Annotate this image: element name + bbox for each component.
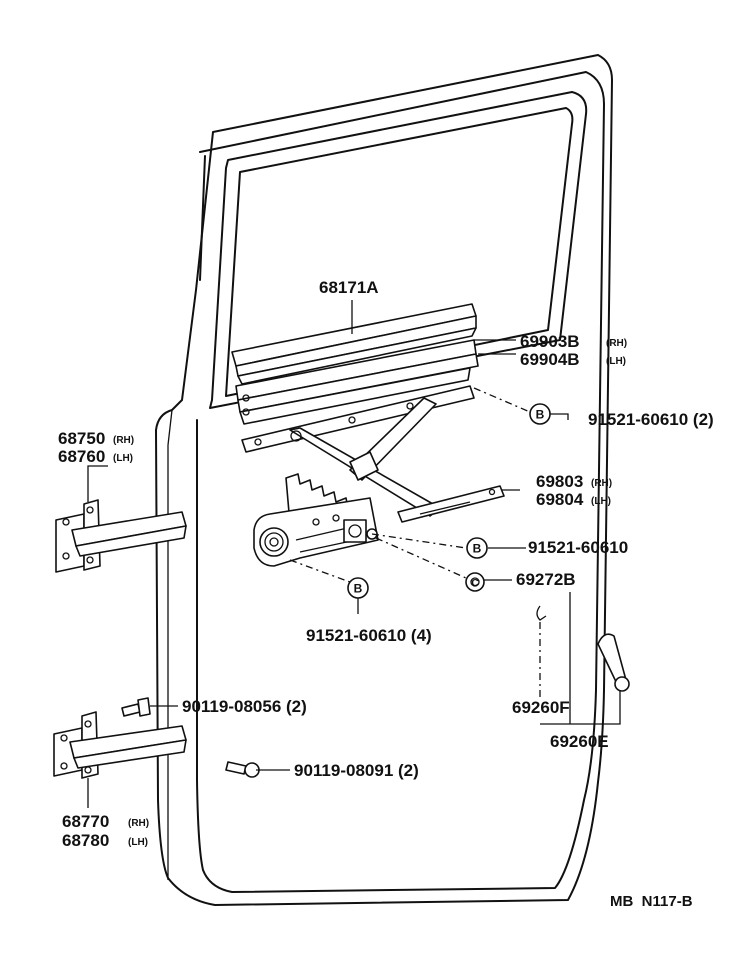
label-hinge-lower-rh-side: (RH): [128, 818, 149, 829]
label-hinge-lower-lh-side: (LH): [128, 837, 148, 848]
ref-badge-clip: C: [471, 578, 478, 589]
label-hinge-upper-rh: 68750: [58, 429, 105, 448]
label-clip: 69272B: [516, 570, 576, 589]
regulator-arms: [241, 385, 475, 517]
ref-badge-base-bolt: B: [347, 577, 369, 599]
lower-hinge-part: [53, 711, 187, 779]
svg-text:B: B: [354, 582, 363, 596]
clip-part: [465, 572, 485, 592]
run-channel-part: [231, 303, 477, 385]
rod-clip-part: [536, 605, 547, 621]
inside-handle-part: [597, 633, 630, 692]
upper-hinge-part: [55, 499, 187, 573]
label-hinge-upper-lh: 68760: [58, 447, 105, 466]
label-hinge-lower-lh: 68780: [62, 831, 109, 850]
label-hinge-upper-rh-side: (RH): [113, 435, 134, 446]
regulator-base-part: [253, 473, 379, 567]
svg-text:C: C: [471, 578, 478, 589]
label-run-channel: 68171A: [319, 278, 379, 297]
ref-badge-regulator-bolt: B: [466, 537, 488, 559]
label-rod: 69260F: [512, 698, 570, 717]
label-channel-lower: 69904B: [520, 350, 580, 369]
label-regulator-lh-side: (LH): [591, 496, 611, 507]
glass-channel-part: [235, 339, 479, 425]
label-regulator-bolt: 91521-60610: [528, 538, 628, 557]
svg-text:B: B: [536, 408, 545, 422]
ref-badge-channel-bolt: B: [529, 403, 551, 425]
regulator-rail-part: [397, 485, 505, 523]
label-channel-upper-side: (RH): [606, 338, 627, 349]
hinge-screw-part: [121, 697, 151, 717]
label-base-bolt: 91521-60610 (4): [306, 626, 432, 645]
label-regulator-rh-side: (RH): [591, 478, 612, 489]
label-regulator-lh: 69804: [536, 490, 584, 509]
door-screw-part: [225, 761, 260, 778]
svg-text:B: B: [473, 542, 482, 556]
figure-code: MB N117-B: [610, 893, 693, 910]
label-hinge-upper-lh-side: (LH): [113, 453, 133, 464]
label-handle: 69260E: [550, 732, 609, 751]
label-hinge-screw: 90119-08056 (2): [182, 697, 307, 716]
label-channel-lower-side: (LH): [606, 356, 626, 367]
label-door-screw: 90119-08091 (2): [294, 761, 419, 780]
label-channel-upper: 69903B: [520, 332, 580, 351]
leader-lines: [87, 300, 621, 808]
label-channel-bolt: 91521-60610 (2): [588, 410, 714, 429]
label-hinge-lower-rh: 68770: [62, 812, 109, 831]
label-regulator-rh: 69803: [536, 472, 583, 491]
